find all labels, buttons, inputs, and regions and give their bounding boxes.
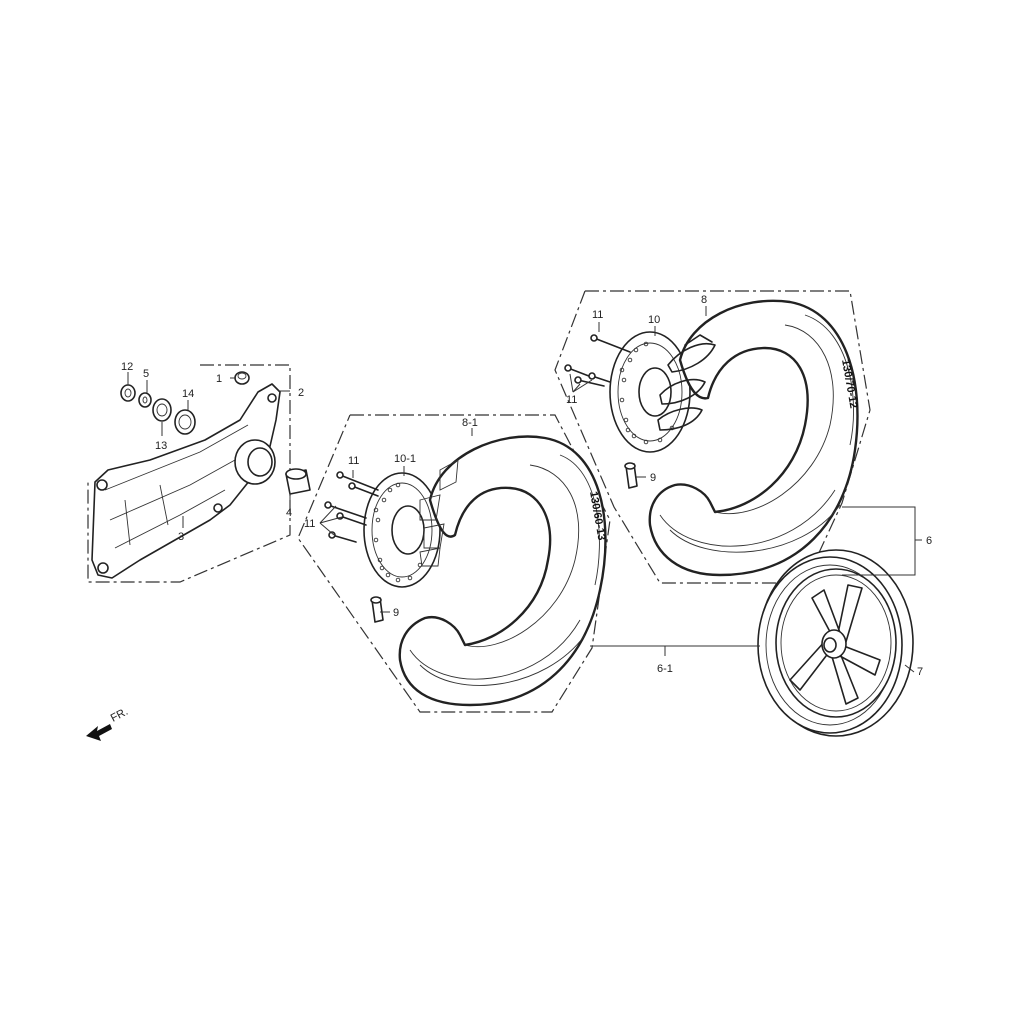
- part-10-brake-disc[interactable]: [609, 331, 691, 453]
- callout-2: 2: [298, 387, 304, 399]
- swing-arm-group: 1 2 3 4 5 12 13 14: [87, 361, 311, 583]
- callout-9-front: 9: [393, 607, 399, 619]
- front-direction-indicator: FR.: [86, 706, 130, 741]
- direction-label: FR.: [109, 706, 130, 725]
- part-1-nut[interactable]: [234, 371, 250, 385]
- part-14-bearing[interactable]: [174, 409, 196, 435]
- rear-tire-group: 130/70-12 11 11 10 8 9: [554, 290, 871, 584]
- callout-14: 14: [182, 388, 194, 400]
- callout-4: 4: [286, 507, 292, 519]
- callout-13: 13: [155, 440, 167, 452]
- wheel-assembly-bracket: [590, 506, 922, 656]
- part-13-bearing[interactable]: [152, 398, 172, 422]
- callout-6-1: 6-1: [657, 663, 673, 675]
- callout-11-rear-top: 11: [592, 309, 603, 321]
- callout-8: 8: [701, 294, 707, 306]
- part-9-valve-front[interactable]: [370, 596, 384, 623]
- callout-5: 5: [143, 368, 149, 380]
- part-10-1-brake-disc[interactable]: [363, 472, 441, 588]
- arrow-left-icon: [86, 724, 112, 741]
- part-12-nut[interactable]: [120, 384, 136, 402]
- front-tire-group: 130/60-13 11 11 10-1 8-1 9: [297, 414, 611, 713]
- part-5-washer[interactable]: [138, 392, 152, 408]
- callout-1: 1: [216, 373, 222, 385]
- part-7-wheel-rim[interactable]: [757, 549, 914, 737]
- part-8-1-front-tire[interactable]: [398, 435, 607, 707]
- part-4-collar[interactable]: [285, 468, 311, 495]
- part-11-bolts-rear[interactable]: [564, 334, 631, 387]
- group-boundary: [297, 414, 611, 713]
- callout-11-rear-bottom: 11: [566, 394, 577, 406]
- callout-12: 12: [121, 361, 133, 373]
- callout-10-1: 10-1: [394, 453, 416, 465]
- part-9-valve-rear[interactable]: [624, 462, 638, 489]
- callout-7: 7: [917, 666, 923, 678]
- group-boundary: [87, 364, 291, 583]
- part-11-bolts-front[interactable]: [324, 471, 379, 543]
- callout-11-front-top: 11: [348, 455, 359, 467]
- callout-6: 6: [926, 535, 932, 547]
- callout-10: 10: [648, 314, 660, 326]
- part-8-rear-tire[interactable]: [648, 299, 859, 577]
- callout-11-front-bottom: 11: [304, 518, 315, 530]
- callout-9-rear: 9: [650, 472, 656, 484]
- callout-8-1: 8-1: [462, 417, 478, 429]
- callout-3: 3: [178, 531, 184, 543]
